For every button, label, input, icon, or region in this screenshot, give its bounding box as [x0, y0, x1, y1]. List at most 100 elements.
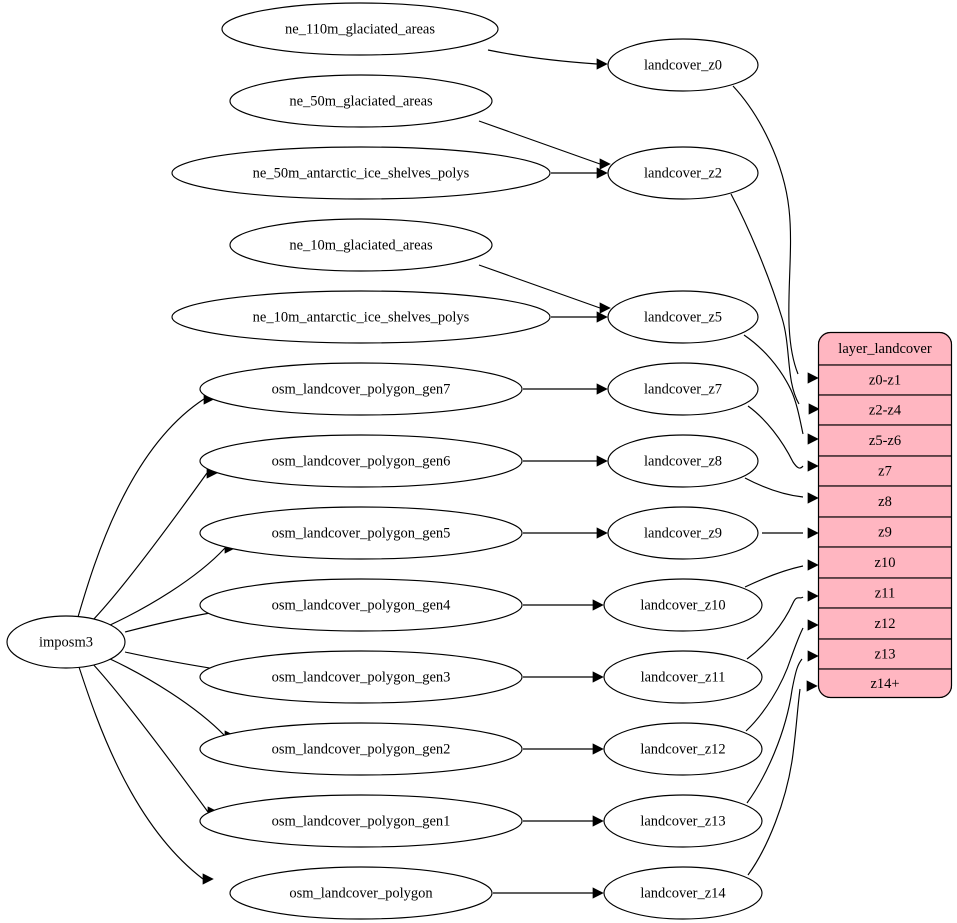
node-ellipse[interactable]: [199, 506, 523, 560]
node-ellipse[interactable]: [603, 578, 763, 632]
node-ellipse[interactable]: [199, 434, 523, 488]
node-ellipse[interactable]: [607, 146, 759, 200]
node-ellipse[interactable]: [199, 722, 523, 776]
record-row[interactable]: [818, 638, 952, 670]
record-node-layer_landcover[interactable]: [818, 332, 952, 698]
node-label: ne_110m_glaciated_areas: [285, 21, 435, 37]
node-ellipse[interactable]: [229, 74, 493, 128]
node-ne_10m_antarctic_ice_shelves_polys[interactable]: ne_10m_antarctic_ice_shelves_polys: [171, 290, 551, 344]
edge: [732, 85, 819, 384]
node-ne_50m_antarctic_ice_shelves_polys[interactable]: ne_50m_antarctic_ice_shelves_polys: [171, 146, 551, 200]
node-label: landcover_z13: [640, 813, 725, 829]
record-row[interactable]: [818, 485, 952, 518]
node-landcover_z2[interactable]: landcover_z2: [607, 146, 759, 200]
node-label: osm_landcover_polygon_gen4: [272, 597, 452, 613]
node-ellipse[interactable]: [607, 38, 759, 92]
node-ellipse[interactable]: [607, 290, 759, 344]
node-label: osm_landcover_polygon_gen2: [272, 741, 451, 757]
node-ellipse[interactable]: [199, 794, 523, 848]
node-ne_10m_glaciated_areas[interactable]: ne_10m_glaciated_areas: [229, 218, 493, 272]
edge: [747, 680, 818, 876]
node-osm_landcover_polygon_gen3[interactable]: osm_landcover_polygon_gen3: [199, 650, 523, 704]
node-osm_landcover_polygon_gen7[interactable]: osm_landcover_polygon_gen7: [199, 362, 523, 416]
record-row-label: z11: [875, 585, 895, 601]
node-ellipse[interactable]: [171, 146, 551, 200]
edge: [744, 559, 819, 588]
node-label: imposm3: [39, 634, 93, 650]
node-ellipse[interactable]: [607, 362, 759, 416]
edge: [523, 527, 608, 539]
edge: [551, 311, 608, 323]
node-label: osm_landcover_polygon_gen1: [272, 813, 451, 829]
node-ellipse[interactable]: [607, 506, 759, 560]
node-ellipse[interactable]: [199, 650, 523, 704]
node-ellipse[interactable]: [6, 615, 126, 669]
node-landcover_z10[interactable]: landcover_z10: [603, 578, 763, 632]
node-label: ne_10m_glaciated_areas: [289, 237, 433, 253]
node-ellipse[interactable]: [221, 2, 499, 56]
node-ellipse[interactable]: [229, 866, 493, 920]
node-osm_landcover_polygon_gen1[interactable]: osm_landcover_polygon_gen1: [199, 794, 523, 848]
node-ellipse[interactable]: [603, 794, 763, 848]
node-label: landcover_z11: [641, 669, 726, 685]
node-landcover_z14[interactable]: landcover_z14: [603, 866, 763, 920]
node-ellipse[interactable]: [603, 866, 763, 920]
node-landcover_z8[interactable]: landcover_z8: [607, 434, 759, 488]
node-ellipse[interactable]: [607, 434, 759, 488]
node-landcover_z7[interactable]: landcover_z7: [607, 362, 759, 416]
edge: [487, 49, 608, 70]
node-label: landcover_z0: [644, 57, 722, 73]
node-osm_landcover_polygon_gen4[interactable]: osm_landcover_polygon_gen4: [199, 578, 523, 632]
node-ellipse[interactable]: [199, 362, 523, 416]
edge: [743, 334, 819, 445]
edge: [746, 650, 819, 804]
edge: [78, 666, 214, 885]
node-ne_50m_glaciated_areas[interactable]: ne_50m_glaciated_areas: [229, 74, 493, 128]
node-ellipse[interactable]: [603, 722, 763, 776]
record-row[interactable]: [818, 668, 952, 698]
node-landcover_z9[interactable]: landcover_z9: [607, 506, 759, 560]
edge: [551, 167, 608, 179]
record-row-label: z9: [878, 524, 892, 540]
node-label: landcover_z10: [640, 597, 725, 613]
edge: [746, 590, 819, 660]
node-ellipse[interactable]: [603, 650, 763, 704]
record-row-label: z0-z1: [869, 372, 901, 388]
record-row[interactable]: [818, 455, 952, 487]
record-title: layer_landcover: [838, 341, 932, 357]
edge: [523, 815, 604, 827]
node-ne_110m_glaciated_areas[interactable]: ne_110m_glaciated_areas: [221, 2, 499, 56]
node-osm_landcover_polygon_gen2[interactable]: osm_landcover_polygon_gen2: [199, 722, 523, 776]
edge: [523, 383, 608, 395]
node-landcover_z0[interactable]: landcover_z0: [607, 38, 759, 92]
node-ellipse[interactable]: [229, 218, 493, 272]
edges-layer: [77, 49, 820, 899]
node-landcover_z5[interactable]: landcover_z5: [607, 290, 759, 344]
node-landcover_z13[interactable]: landcover_z13: [603, 794, 763, 848]
record-node-layer[interactable]: layer_landcoverz0-z1z2-z4z5-z6z7z8z9z10z…: [817, 331, 953, 699]
node-label: landcover_z14: [640, 885, 726, 901]
nodes-layer[interactable]: imposm3 ne_110m_glaciated_areas ne_50m_gla…: [6, 2, 763, 920]
record-row[interactable]: [818, 424, 952, 457]
record-row-label: z8: [878, 494, 892, 510]
edge: [523, 599, 604, 611]
record-row[interactable]: [818, 607, 952, 640]
node-landcover_z11[interactable]: landcover_z11: [603, 650, 763, 704]
node-imposm3[interactable]: imposm3: [6, 615, 126, 669]
node-landcover_z12[interactable]: landcover_z12: [603, 722, 763, 776]
node-ellipse[interactable]: [171, 290, 551, 344]
edge: [478, 120, 611, 170]
node-osm_landcover_polygon[interactable]: osm_landcover_polygon: [229, 866, 493, 920]
node-label: landcover_z12: [640, 741, 725, 757]
record-row-label: z13: [875, 646, 896, 662]
node-osm_landcover_polygon_gen5[interactable]: osm_landcover_polygon_gen5: [199, 506, 523, 560]
node-ellipse[interactable]: [199, 578, 523, 632]
record-row-label: z2-z4: [869, 402, 902, 418]
node-label: landcover_z8: [644, 453, 722, 469]
node-label: osm_landcover_polygon_gen5: [272, 525, 451, 541]
node-osm_landcover_polygon_gen6[interactable]: osm_landcover_polygon_gen6: [199, 434, 523, 488]
record-row[interactable]: [818, 546, 952, 579]
edge: [744, 477, 819, 504]
